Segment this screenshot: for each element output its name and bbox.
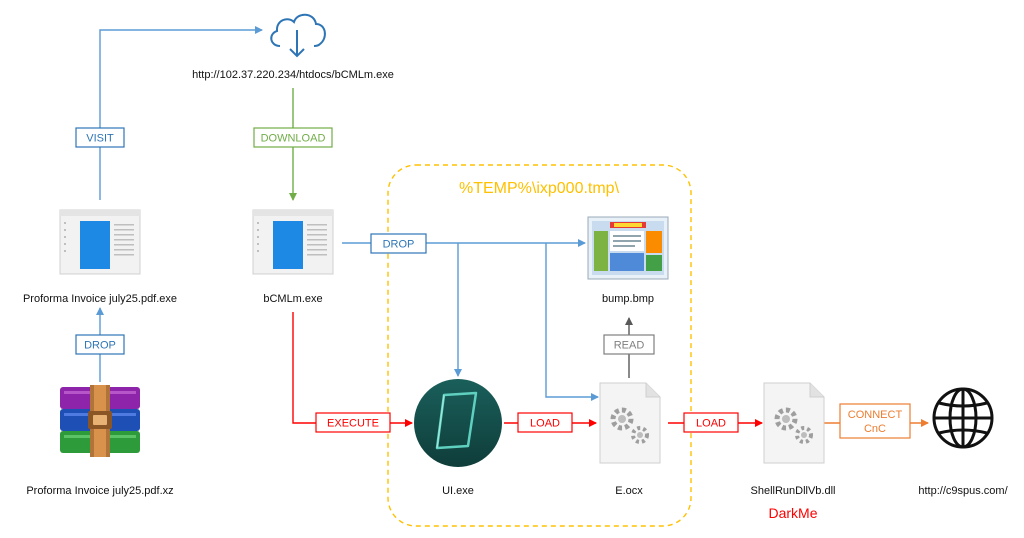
read-tag: READ bbox=[603, 334, 655, 355]
read-tag-text: READ bbox=[614, 340, 645, 352]
connect-tag-text: CONNECT bbox=[848, 409, 903, 421]
e-ocx-label: E.ocx bbox=[615, 485, 643, 497]
load-dll-tag: LOAD bbox=[683, 412, 739, 433]
drop-archive-tag-text: DROP bbox=[84, 340, 116, 352]
proforma-xz-label: Proforma Invoice july25.pdf.xz bbox=[26, 485, 173, 497]
image-file-icon bbox=[587, 216, 669, 280]
drop-ocx-connector bbox=[545, 243, 599, 401]
darkme-label: DarkMe bbox=[768, 505, 817, 521]
bcmlm-window-icon bbox=[252, 209, 334, 275]
download-tag: DOWNLOAD bbox=[253, 127, 333, 148]
execute-tag-text: EXECUTE bbox=[327, 418, 379, 430]
drop-top-tag-text: DROP bbox=[383, 239, 415, 251]
drop-top-tag: DROP bbox=[370, 233, 427, 254]
winrar-archive-icon bbox=[60, 385, 140, 457]
temp-directory-box bbox=[387, 164, 692, 527]
exe-window-icon bbox=[59, 209, 141, 275]
connect-cnc-tag: CONNECT CnC bbox=[839, 403, 911, 439]
globe-icon bbox=[932, 387, 994, 449]
gear-file-icon bbox=[599, 382, 661, 464]
execute-connector bbox=[292, 312, 413, 427]
visit-connector bbox=[99, 26, 263, 200]
cnc-url-label: http://c9spus.com/ bbox=[918, 485, 1008, 497]
cnc-tag-text: CnC bbox=[864, 423, 886, 435]
download-tag-text: DOWNLOAD bbox=[261, 133, 326, 145]
ui-exe-app-icon bbox=[414, 379, 502, 467]
dll-gear-file-icon bbox=[763, 382, 825, 464]
bcmlm-label: bCMLm.exe bbox=[263, 293, 322, 305]
load-ocx-tag-text: LOAD bbox=[530, 418, 560, 430]
visit-tag: VISIT bbox=[75, 127, 125, 148]
drop-archive-tag: DROP bbox=[75, 334, 125, 355]
shellrun-dll-label: ShellRunDllVb.dll bbox=[751, 485, 836, 497]
cloud-download-icon bbox=[270, 13, 326, 58]
load-dll-tag-text: LOAD bbox=[696, 418, 726, 430]
visit-tag-text: VISIT bbox=[86, 133, 114, 145]
bump-bmp-label: bump.bmp bbox=[602, 293, 654, 305]
proforma-exe-label: Proforma Invoice july25.pdf.exe bbox=[23, 293, 177, 305]
load-ocx-tag: LOAD bbox=[517, 412, 573, 433]
temp-directory-label: %TEMP%\ixp000.tmp\ bbox=[459, 180, 620, 197]
ui-exe-label: UI.exe bbox=[442, 485, 474, 497]
execute-tag: EXECUTE bbox=[315, 412, 391, 433]
download-url-label: http://102.37.220.234/htdocs/bCMLm.exe bbox=[192, 69, 394, 81]
